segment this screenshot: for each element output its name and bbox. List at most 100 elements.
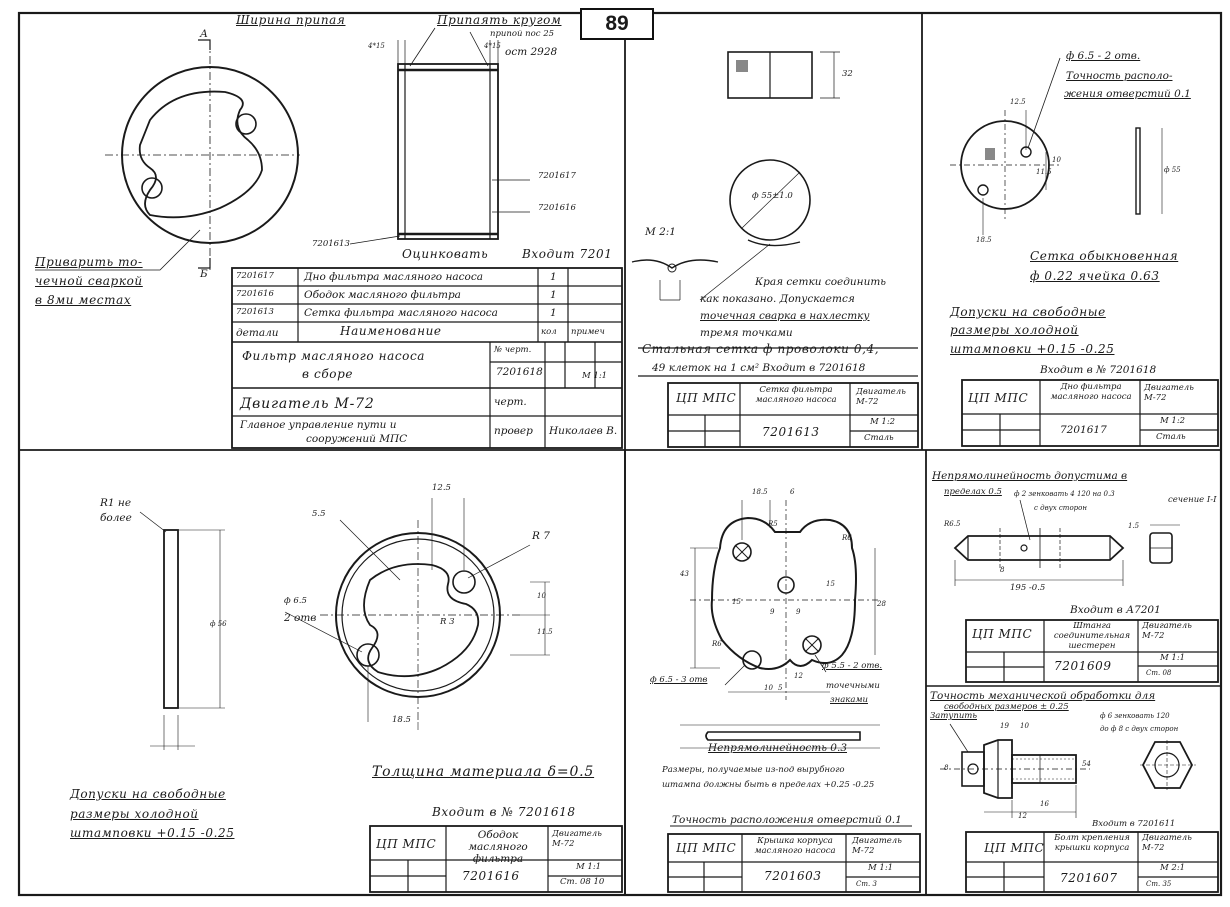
s1-title-block xyxy=(231,267,623,449)
s1-hdr-note: примеч xyxy=(571,327,605,337)
s3-title-block xyxy=(961,379,1219,447)
s4-tb-org: ЦП МПС xyxy=(376,837,437,851)
s3-dim-4: 18.5 xyxy=(976,236,992,244)
s3-acc-1: Точность располо- xyxy=(1066,70,1173,82)
s7-dim-16: 16 xyxy=(1040,800,1049,808)
s2-tb-scale: М 1:2 xyxy=(870,417,896,427)
s4-title-block xyxy=(369,825,623,893)
s4-tol-2: размеры холодной xyxy=(70,807,199,821)
s1-hdr-qty: кол xyxy=(541,327,557,337)
s1-row-qty: 1 xyxy=(550,289,557,301)
s2-dim-diam: ф 55±1.0 xyxy=(752,191,793,201)
s4-dim-55: 5.5 xyxy=(312,509,326,519)
s1-row-code: 7201616 xyxy=(236,289,274,299)
s2-dim-height: 32 xyxy=(842,69,853,79)
s5-dim-185: 18.5 xyxy=(752,488,768,496)
s4-tol-3: штамповки +0.15 -0.25 xyxy=(70,826,235,840)
s1-part-3: 7201613 xyxy=(312,239,350,249)
s6-enter: Входит в А7201 xyxy=(1070,604,1161,616)
s5-accuracy: Точность расположения отверстий 0.1 xyxy=(672,814,902,826)
s3-tb-mat: Сталь xyxy=(1156,432,1186,442)
s1-weld-3: в 8ми местах xyxy=(35,293,132,307)
s3-tol-3: штамповки +0.15 -0.25 xyxy=(950,342,1115,356)
s3-dim-d: ф 55 xyxy=(1164,166,1181,174)
s3-enter: Входит в № 7201618 xyxy=(1040,364,1157,376)
s7-enter: Входит в 7201611 xyxy=(1092,819,1176,829)
s5-dim-10: 10 xyxy=(764,684,773,692)
s7-dim-10: 10 xyxy=(1020,722,1029,730)
s1-title-2: в сборе xyxy=(302,367,354,381)
s4-dim-r7: R 7 xyxy=(532,530,550,542)
s6-note-3: ф 2 зенковать 4 120 на 0.3 xyxy=(1014,490,1115,498)
s7-note-1: ф 6 зенковать 120 xyxy=(1100,712,1170,720)
s3-tb-name: Дно фильтра масляного насоса xyxy=(1050,382,1132,402)
s1-label-width: Ширина припая xyxy=(236,13,346,27)
s5-sz-2: штампа должны быть в пределах +0.25 -0.2… xyxy=(662,780,875,790)
s3-mesh-2: ф 0.22 ячейка 0.63 xyxy=(1030,269,1160,283)
s3-acc-2: жения отверстий 0.1 xyxy=(1064,88,1191,100)
s5-flat: Непрямолинейность 0.3 xyxy=(708,742,848,754)
s2-mesh-drawing xyxy=(631,51,918,377)
s4-tb-no: 7201616 xyxy=(462,869,520,883)
s4-tb-scale: М 1:1 xyxy=(576,862,602,872)
s3-tb-no: 7201617 xyxy=(1060,424,1107,436)
s6-dim-r65: R6.5 xyxy=(944,520,961,528)
s5-mark-1: точечными xyxy=(826,681,880,691)
s5-dim-r6b: R6 xyxy=(712,640,722,648)
s5-dim-15a: 15 xyxy=(732,598,741,606)
s1-drawing-no-label: № черт. xyxy=(494,345,532,355)
s4-tb-engine: Двигатель М-72 xyxy=(552,829,602,849)
s7-tb-mat: Ст. 35 xyxy=(1146,880,1172,888)
s1-label-solder: Припаять кругом xyxy=(437,13,562,27)
s1-scale: М 1:1 xyxy=(582,371,608,381)
s6-note-2: пределах 0.5 xyxy=(944,487,1002,497)
s1-dim-a: 4*15 xyxy=(368,42,385,50)
s5-tb-no: 7201603 xyxy=(764,869,822,883)
s1-dim-b: 4*15 xyxy=(484,42,501,50)
s3-tb-engine: Двигатель М-72 xyxy=(1144,383,1194,403)
s7-note-2: до ф 8 с двух сторон xyxy=(1100,725,1179,733)
s2-note-6: 49 клеток на 1 см² Входит в 7201618 xyxy=(652,362,866,374)
s1-row-qty: 1 xyxy=(550,307,557,319)
s4-enter: Входит в № 7201618 xyxy=(432,805,576,819)
s6-note-4: с двух сторон xyxy=(1034,504,1087,512)
s7-bolt-drawing xyxy=(940,723,1196,818)
s4-hole: ф 6.5 xyxy=(284,596,307,606)
s4-r1b: более xyxy=(100,512,132,524)
s6-dim-8: 8 xyxy=(1000,566,1005,574)
s6-dim-195: 195 -0.5 xyxy=(1010,583,1046,593)
s5-mark-2: знаками xyxy=(830,695,868,705)
s2-tb-name: Сетка фильтра масляного насоса xyxy=(755,385,837,405)
s5-dim-9a: 9 xyxy=(770,608,775,616)
s4-thickness: Толщина материала δ=0.5 xyxy=(372,764,595,780)
s5-tb-name: Крышка корпуса масляного насоса xyxy=(754,836,836,856)
s3-tol-1: Допуски на свободные xyxy=(950,305,1106,319)
s7-acc-1: Точность механической обработки для xyxy=(930,690,1156,702)
s5-tb-org: ЦП МПС xyxy=(676,841,737,855)
s7-tb-no: 7201607 xyxy=(1060,871,1118,885)
s1-hdr-name: Наименование xyxy=(340,324,442,338)
s1-row-name: Ободок масляного фильтра xyxy=(304,289,461,301)
page-number: 89 xyxy=(580,8,654,40)
s5-tb-mat: Ст. 3 xyxy=(856,880,877,888)
s7-tb-scale: М 2:1 xyxy=(1160,863,1186,873)
s6-dim-15: 1.5 xyxy=(1128,522,1140,530)
s1-org-1: Главное управление пути и xyxy=(240,419,397,431)
s2-title-block xyxy=(667,382,919,448)
s2-note-4: тремя точками xyxy=(700,327,793,339)
s5-tb-engine: Двигатель М-72 xyxy=(852,836,902,856)
s4-dim-r3: R 3 xyxy=(440,617,455,627)
s2-tb-engine: Двигатель М-72 xyxy=(856,387,906,407)
s5-dim-12: 12 xyxy=(794,672,803,680)
s1-label-ost: ост 2928 xyxy=(505,46,558,58)
s1-engine: Двигатель М-72 xyxy=(240,396,375,412)
s2-scale: М 2:1 xyxy=(645,226,676,238)
s5-sz-1: Размеры, получаемые из-под вырубного xyxy=(662,765,845,775)
s5-dim-r6: R6 xyxy=(842,534,852,542)
s6-note-1: Непрямолинейность допустима в xyxy=(932,470,1128,482)
s2-tb-no: 7201613 xyxy=(762,425,820,439)
s4-tol-1: Допуски на свободные xyxy=(70,787,226,801)
s1-label-enter: Входит 7201 xyxy=(522,247,613,261)
s6-tb-name: Штанга соединительная шестерен xyxy=(1053,621,1131,651)
